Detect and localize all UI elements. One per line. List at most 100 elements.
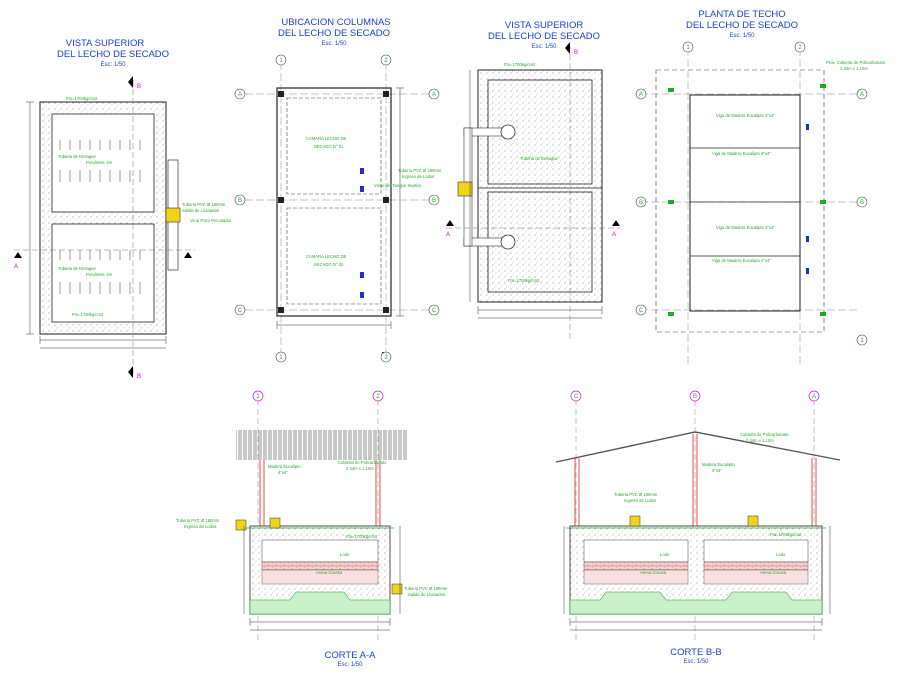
grid-b-left: B (238, 198, 242, 204)
top-view-1-drain-label-2: Tuberia de Desague (58, 266, 96, 271)
aa-wood: Madera Eucalipto (268, 464, 301, 469)
bb-cover: Cubierta de Policarbonato (740, 432, 789, 437)
top-view-1-slope-1: Pendiente 1% (86, 160, 112, 165)
top-view-2-scale: Esc: 1/50 (531, 44, 557, 50)
columns-scale: Esc: 1/50 (321, 41, 347, 47)
grid-bubbles-columns: 1 2 1 2 A A B B C C (234, 54, 440, 363)
top-view-1-pvc-out: Tuberia PVC Ø 160mm (182, 202, 226, 207)
roof-grid-2: 2 (798, 45, 802, 51)
bb-pvc-in-2: Ingreso de Lodos (624, 498, 656, 503)
roof-plan: PLANTA DE TECHO DEL LECHO DE SECADO Esc:… (635, 9, 886, 364)
grid-2-top: 2 (384, 58, 388, 64)
bb-sludge: Lodo (660, 552, 670, 557)
roof-grid-c-l: C (639, 308, 644, 314)
aa-grid-2: 2 (376, 394, 380, 400)
columns-pvc-in: Tuberia PVC Ø 160mm (398, 168, 442, 173)
roof-beam-3: Viga de Madera Eucalipto 4"x4" (716, 225, 775, 230)
roof-grid-b-r: B (860, 200, 864, 206)
grid-2-bottom: 2 (384, 355, 388, 361)
columns-title-line2: DEL LECHO DE SECADO (278, 28, 390, 39)
roof-beam-2: Viga de Madera Eucalipto 4"x4" (712, 151, 771, 156)
bb-wood: Madera Eucalipto (702, 462, 735, 467)
aa-sludge: Lodo (340, 552, 350, 557)
aa-floor: Fto=1700kg/cm2 (346, 534, 378, 539)
columns-pvc-in-2: Ingreso de Lodos (402, 174, 434, 179)
top-view-2-drain: Tuberia de Desague (520, 156, 558, 161)
roof-beam-4: Viga de Madera Eucalipto 4"x4" (712, 258, 771, 263)
bed-cell-1 (51, 113, 155, 213)
top-view-2: VISTA SUPERIOR DEL LECHO DE SECADO Esc: … (446, 20, 620, 340)
grid-c-right: C (432, 308, 437, 314)
aa-roof-corrugated (236, 430, 408, 460)
top-view-1-title-line2: DEL LECHO DE SECADO (57, 49, 169, 60)
top-view-1-pvc-out-2: Salida de Lixiviados (182, 208, 219, 213)
bb-grid-c: C (574, 394, 579, 400)
chamber-2-line1: CAMARA LECHO DE (306, 254, 346, 259)
grid-1-top: 1 (279, 58, 283, 64)
marker-a-left: A (14, 264, 18, 270)
roof-grid-a-r: A (860, 92, 864, 98)
top-view-1-to-well: Va al Pozo Percolador (190, 218, 232, 223)
aa-cover: Cubierta de Policarbonato (338, 460, 387, 465)
roof-grid-a-l: A (639, 92, 643, 98)
bb-pvc-in: Tuberia PVC Ø 160mm (614, 492, 658, 497)
bb-floor: Fto=1700kg/cm2 (770, 532, 802, 537)
top-view-1-floor-level-2: Fto=1700kg/cm2 (72, 312, 104, 317)
bb-grid-a: A (812, 394, 816, 400)
grid-b-right: B (432, 198, 436, 204)
grid-a-right: A (432, 92, 436, 98)
roof-grid-extra: 1 (860, 338, 864, 344)
roof-grid-1: 1 (686, 45, 690, 51)
chamber-1-line2: SECADO N° 01 (314, 144, 344, 149)
marker-b-top: B (137, 84, 141, 90)
aa-wood-2: 4"x4" (278, 470, 288, 475)
bb-sludge-2: Lodo (776, 552, 786, 557)
roof-grid-b-l: B (639, 200, 643, 206)
aa-title: CORTE A-A (324, 650, 376, 661)
top-view-2-title-line2: DEL LECHO DE SECADO (488, 31, 600, 42)
roof-scale: Esc: 1/50 (729, 33, 755, 39)
marker-b-2: B (574, 50, 578, 56)
bb-title: CORTE B-B (670, 647, 722, 658)
top-view-1-drain-label: Tuberia de Desague (58, 154, 96, 159)
marker-a-2l: A (446, 232, 450, 238)
roof-cover-2: 2.44m x 1.10m (840, 66, 868, 71)
roof-beam-1: Viga de Madera Eucalipto 4"x4" (716, 113, 775, 118)
aa-sand: Arena Gruesa (316, 570, 343, 575)
section-aa: 1 2 Madera Eucalipto 4"x4" Cubierta de P… (176, 390, 448, 668)
grid-bubbles-roof: 1 2 A A B B C 1 (635, 41, 868, 346)
top-view-1-scale: Esc: 1/50 (100, 62, 126, 68)
top-view-1: VISTA SUPERIOR DEL LECHO DE SECADO Esc: … (14, 38, 232, 380)
roof-title-line2: DEL LECHO DE SECADO (686, 20, 798, 31)
aa-pvc-out-2: Salida de Lixiviados (408, 592, 445, 597)
aa-cover-2: 2.44m x 1.10m (346, 466, 374, 471)
bb-scale: Esc: 1/50 (683, 659, 709, 665)
bed-cell-2 (51, 223, 155, 323)
aa-pvc-out: Tuberia PVC Ø 160mm (404, 586, 448, 591)
top-view-1-title-line1: VISTA SUPERIOR (66, 38, 145, 49)
bb-sand-2: Arena Gruesa (760, 570, 787, 575)
top-view-1-slope-2: Pendiente 1% (86, 272, 112, 277)
top-view-1-floor-level: Fto=1700kg/cm2 (66, 96, 98, 101)
section-bb: C B A Madera Eucalipto 4"x4" Cubierta de… (555, 390, 841, 665)
bb-wood-2: 4"x4" (712, 468, 722, 473)
grid-1-bottom: 1 (279, 355, 283, 361)
bb-grid-b: B (693, 394, 697, 400)
column-frame (276, 87, 392, 317)
bb-sand: Arena Gruesa (640, 570, 667, 575)
aa-grid-1: 1 (256, 394, 260, 400)
top-view-2-floor-level-2: Fto=1700kg/cm2 (508, 278, 540, 283)
top-view-2-floor-level: Fto=1700kg/cm2 (504, 62, 536, 67)
outlet-fitting (165, 207, 181, 223)
grid-c-left: C (238, 308, 243, 314)
aa-pvc-in-2: Ingreso de Lodos (184, 524, 216, 529)
marker-b-bottom: B (137, 374, 141, 380)
roof-cover: Prov. Cubierta de Policarbonato (826, 60, 886, 65)
marker-a-2r: A (612, 232, 616, 238)
columns-title-line1: UBICACION COLUMNAS (281, 17, 390, 28)
grid-a-left: A (238, 92, 242, 98)
columns-from-tank: Viene del Tanque Septico (374, 183, 422, 188)
chamber-1-line1: CAMARA LECHO DE (306, 136, 346, 141)
aa-pvc-in: Tuberia PVC Ø 160mm (176, 518, 220, 523)
